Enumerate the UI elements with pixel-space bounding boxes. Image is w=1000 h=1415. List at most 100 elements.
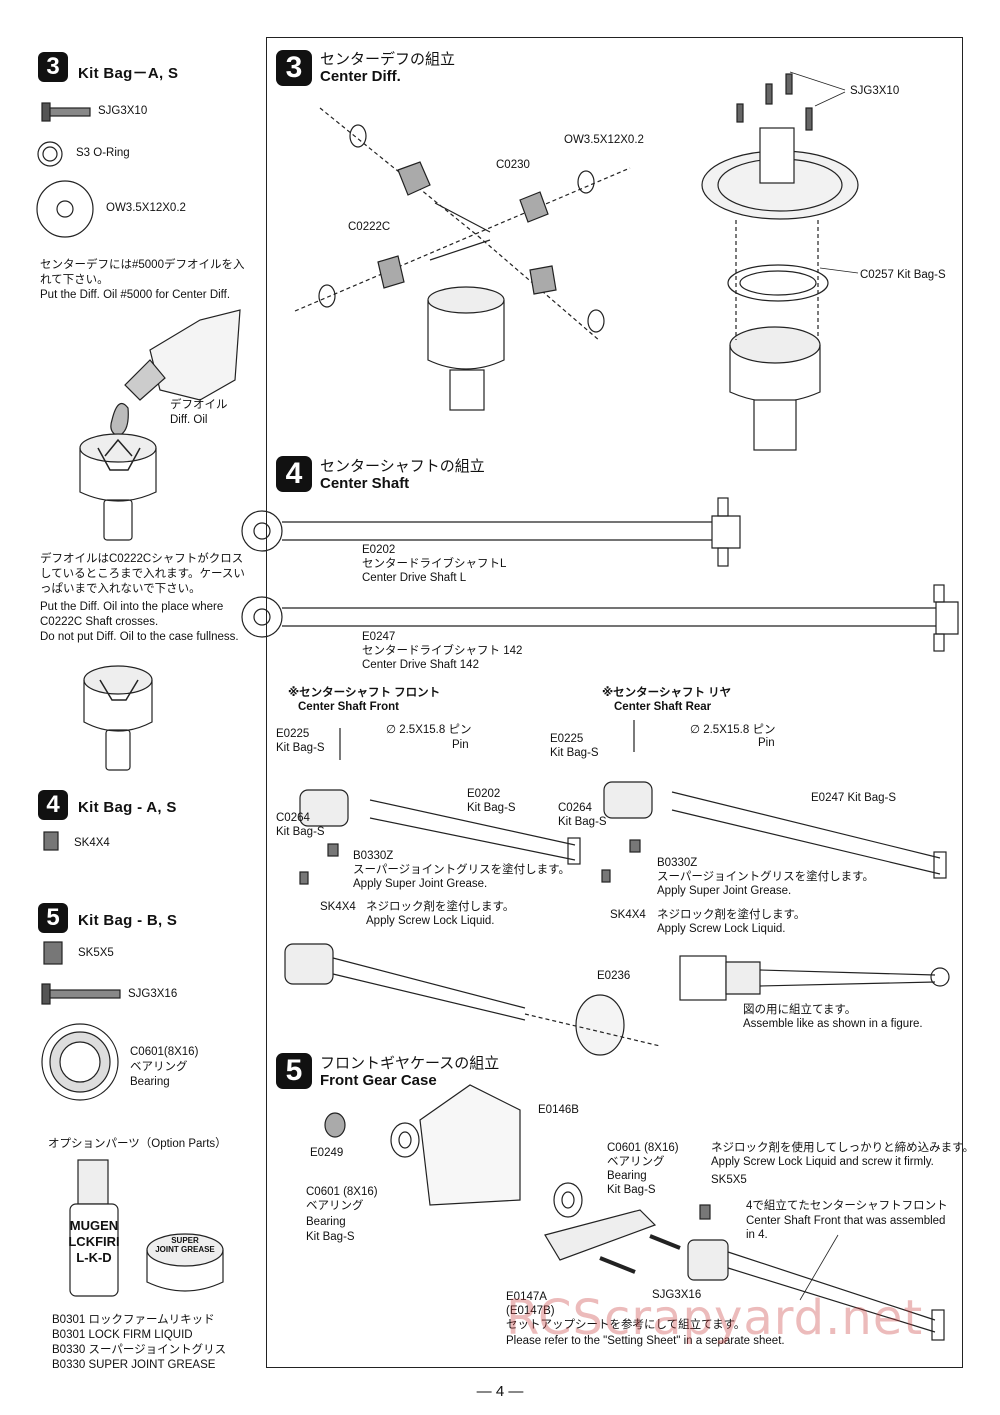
lock-jp: ネジロック剤を塗付します。 <box>366 901 515 913</box>
pin-label-en: Pin <box>758 737 775 749</box>
rear-title-en: Center Shaft Rear <box>614 701 712 713</box>
part-label-screw: SJG3X10 <box>98 105 148 117</box>
lock-note-en: Apply Screw Lock Liquid and screw it fir… <box>711 1156 934 1168</box>
assembled-note-en: in 4. <box>746 1229 768 1241</box>
assemble-note-jp: 図の用に組立てます。 <box>743 1004 857 1016</box>
grease-en: Apply Super Joint Grease. <box>657 885 792 897</box>
step-number-badge: 5 <box>276 1053 312 1089</box>
lock-firm-bottle-label: MUGEN LCKFIRI L-K-D <box>66 1218 122 1266</box>
step-title-jp: センターデフの組立 <box>320 51 456 68</box>
bearing-left-jp: ベアリング <box>306 1200 364 1212</box>
bearing-left-bag: Kit Bag-S <box>306 1231 355 1243</box>
bearing-left-code: C0601 (8X16) <box>306 1186 378 1198</box>
front-title-en: Center Shaft Front <box>298 701 399 713</box>
shaft-142-en: Center Drive Shaft 142 <box>362 659 479 671</box>
shaft-code: E0202 <box>467 788 501 800</box>
fill-note-en: Put the Diff. Oil into the place where <box>40 601 224 613</box>
part-label-screw: SJG3X16 <box>128 988 178 1000</box>
main-instruction-frame <box>266 37 963 1368</box>
step-number-badge: 3 <box>276 50 312 86</box>
gear-label: C0230 <box>496 159 530 171</box>
bearing-code: C0601(8X16) <box>130 1046 199 1058</box>
shaft-label: C0222C <box>348 221 391 233</box>
step-title-en: Center Shaft <box>320 475 410 492</box>
plate-code-alt: (E0147B) <box>506 1305 555 1317</box>
step-number-badge: 4 <box>276 456 312 492</box>
kit-bag-title: Kit Bag - A, S <box>78 799 177 816</box>
shaft-l-en: Center Drive Shaft L <box>362 572 467 584</box>
fill-note-en: C0222C Shaft crosses. <box>40 616 159 628</box>
diff-oil-note-jp: センターデフには#5000デフオイルを入れて下さい。 <box>40 259 245 286</box>
part-bag: Kit Bag-S <box>550 747 599 759</box>
part-bag: Kit Bag-S <box>558 816 607 828</box>
jar-text: JOINT GREASE <box>155 1245 215 1254</box>
bearing-right-en: Bearing <box>607 1170 647 1182</box>
bottle-text: MUGEN <box>69 1218 119 1233</box>
bearing-label-en: Bearing <box>130 1076 170 1088</box>
part-code: E0225 <box>276 728 310 740</box>
watermark: RCScrapyard.net <box>506 1290 924 1346</box>
part-code: C0264 <box>558 802 592 814</box>
kit-bag-title: Kit Bag - B, S <box>78 912 178 929</box>
option-line: B0330 SUPER JOINT GREASE <box>52 1359 216 1371</box>
option-line: B0330 スーパージョイントグリス <box>52 1344 227 1356</box>
shaft-142-code: E0247 <box>362 631 396 643</box>
option-line: B0301 ロックファームリキッド <box>52 1314 215 1326</box>
shaft-code: E0247 Kit Bag-S <box>811 792 897 804</box>
pin-label-en: Pin <box>452 739 469 751</box>
page-number: — 4 — <box>476 1383 524 1400</box>
part-label-washer: OW3.5X12X0.2 <box>106 202 186 214</box>
shaft-l-code: E0202 <box>362 544 396 556</box>
step-number-badge: 3 <box>38 52 68 82</box>
lock-en: Apply Screw Lock Liquid. <box>366 915 495 927</box>
step-number-badge: 4 <box>38 790 68 820</box>
setting-note-jp: セットアップシートを参考にして組立てます。 <box>506 1319 746 1331</box>
case-code: E0146B <box>538 1104 579 1116</box>
oil-label-en: Diff. Oil <box>170 414 208 426</box>
screw-label: SJG3X10 <box>850 85 900 97</box>
assembled-note-en: Center Shaft Front that was assembled <box>746 1215 946 1227</box>
setscrew-code: SK4X4 <box>320 901 356 913</box>
setscrew-code: SK4X4 <box>610 909 646 921</box>
grease-jp: スーパージョイントグリスを塗付します。 <box>353 864 571 876</box>
part-code: C0264 <box>276 812 310 824</box>
lock-jp: ネジロック剤を塗付します。 <box>657 909 806 921</box>
part-bag: Kit Bag-S <box>276 826 325 838</box>
step-title-jp: センターシャフトの組立 <box>320 458 485 475</box>
part-label-setscrew: SK4X4 <box>74 837 110 849</box>
setting-note-en: Please refer to the "Setting Sheet" in a… <box>506 1335 785 1347</box>
fill-note-jp: デフオイルはC0222Cシャフトがクロスしているところまで入れます。ケースいっぱ… <box>40 553 245 595</box>
jar-text: SUPER <box>171 1236 199 1245</box>
step-title-en: Front Gear Case <box>320 1072 437 1089</box>
oil-label-jp: デフオイル <box>170 399 228 411</box>
lock-note-jp: ネジロック剤を使用してしっかりと締め込みます。 <box>711 1142 975 1154</box>
joint-code: B0330Z <box>353 850 394 862</box>
assemble-note-en: Assemble like as shown in a figure. <box>743 1018 923 1030</box>
washer-label: OW3.5X12X0.2 <box>564 134 644 146</box>
joint-code: B0330Z <box>657 857 698 869</box>
part-label-setscrew: SK5X5 <box>78 947 114 959</box>
bearing-right-bag: Kit Bag-S <box>607 1184 656 1196</box>
fill-note-en: Do not put Diff. Oil to the case fullnes… <box>40 631 239 643</box>
shaft-bag: Kit Bag-S <box>467 802 516 814</box>
bearing-label-jp: ベアリング <box>130 1061 188 1073</box>
shaft-142-jp: センタードライブシャフト 142 <box>362 645 523 657</box>
step-title-en: Center Diff. <box>320 68 401 85</box>
grease-jar-label: SUPER JOINT GREASE <box>152 1236 218 1254</box>
screw-code: SJG3X16 <box>652 1289 702 1301</box>
lock-en: Apply Screw Lock Liquid. <box>657 923 786 935</box>
part-bag: Kit Bag-S <box>276 742 325 754</box>
plate-code: E0147A <box>506 1291 547 1303</box>
kit-bag-title: Kit Bag－A, S <box>78 65 179 82</box>
diff-oil-note-en: Put the Diff. Oil #5000 for Center Diff. <box>40 289 231 301</box>
boot-code: E0236 <box>597 970 631 982</box>
bearing-left-en: Bearing <box>306 1216 346 1228</box>
pin-label: ∅ 2.5X15.8 ピン <box>690 724 776 736</box>
shaft-l-jp: センタードライブシャフトL <box>362 558 507 570</box>
part-label-oring: S3 O-Ring <box>76 147 130 159</box>
rear-title-jp: ※センターシャフト リヤ <box>602 687 732 699</box>
part-code: E0225 <box>550 733 584 745</box>
gasket-label: C0257 Kit Bag-S <box>860 269 946 281</box>
option-parts-title: オプションパーツ（Option Parts） <box>48 1138 227 1150</box>
